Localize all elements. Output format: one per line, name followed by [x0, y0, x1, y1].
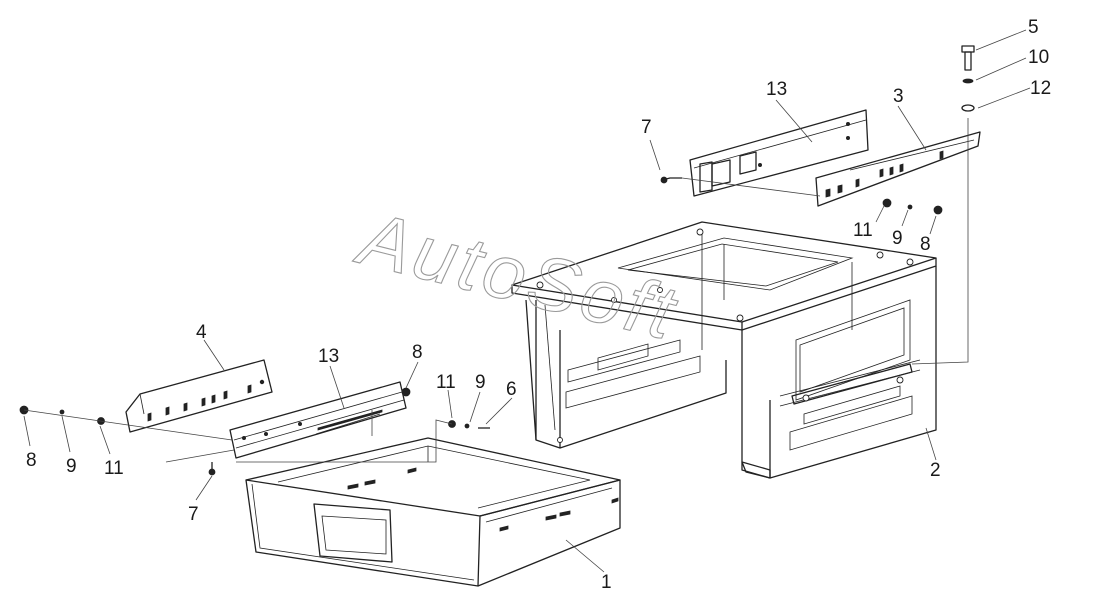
frame-housing [511, 221, 937, 479]
callout-8: 8 [920, 234, 931, 255]
callout-11-left: 11 [104, 458, 124, 479]
callout-3: 3 [893, 86, 904, 107]
callout-8-middle: 8 [412, 342, 423, 363]
bracket-upper [815, 131, 981, 207]
callout-9-middle: 9 [475, 372, 486, 393]
slide-rail-upper [689, 109, 869, 197]
callout-7: 7 [641, 117, 652, 138]
callout-7-lower: 7 [188, 504, 199, 525]
callout-1: 1 [601, 572, 612, 593]
callout-2: 2 [930, 460, 941, 481]
callout-13: 13 [766, 79, 787, 100]
callout-6: 6 [506, 379, 517, 400]
callout-12: 12 [1030, 78, 1051, 99]
callout-9-left: 9 [66, 456, 77, 477]
watermark-text: AutoSoft [348, 195, 686, 357]
slide-rail-lower [229, 381, 407, 459]
callout-4: 4 [196, 322, 207, 343]
callout-10: 10 [1028, 47, 1049, 68]
assembly-lines [23, 29, 1031, 573]
callout-11-middle: 11 [436, 372, 456, 393]
callout-5: 5 [1028, 17, 1039, 38]
callout-9: 9 [892, 228, 903, 249]
callout-11: 11 [853, 220, 873, 241]
callout-13-lower: 13 [318, 346, 339, 367]
callout-labels: 5 10 12 13 3 7 11 9 8 4 13 8 11 9 6 8 9 … [26, 17, 1051, 593]
watermark: AutoSoft [347, 195, 686, 358]
bracket-left [125, 359, 273, 433]
drawer [245, 437, 621, 587]
callout-8-left: 8 [26, 450, 37, 471]
